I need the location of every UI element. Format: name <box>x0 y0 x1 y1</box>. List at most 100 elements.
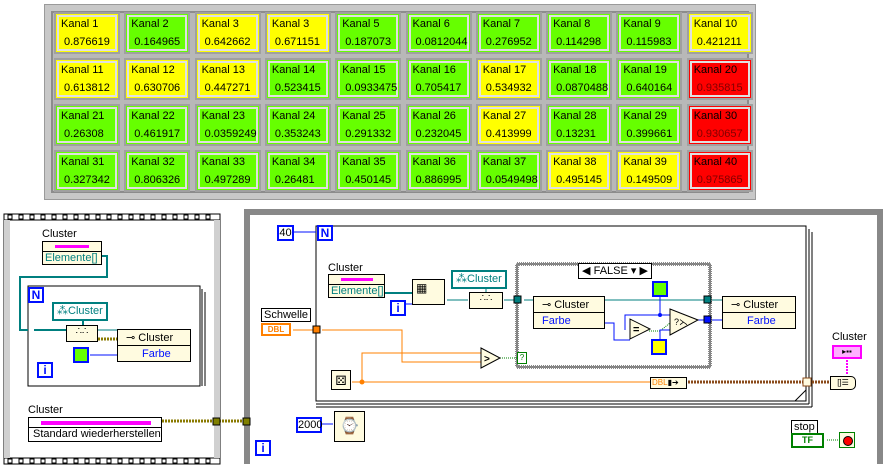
property-icon: ⊸ <box>542 299 552 311</box>
channel-label: Kanal 29 <box>623 110 667 122</box>
loop-condition-terminal[interactable] <box>839 432 855 448</box>
main-to-more-specific-node[interactable]: ∴∴ <box>469 292 503 309</box>
invoke-method: Standard wiederherstellen <box>33 428 161 440</box>
while-iteration-terminal: i <box>255 440 271 456</box>
left-ref-constant[interactable]: ⁂Cluster <box>52 302 108 321</box>
case-prev-arrow[interactable]: ◀ <box>582 265 591 277</box>
channel-value: 0.975865 <box>696 174 743 186</box>
channel-label: Kanal 16 <box>412 64 456 76</box>
case-selector-terminal: ? <box>517 352 527 364</box>
green-color-constant[interactable] <box>652 281 668 297</box>
channel-value: 0.232045 <box>415 128 462 140</box>
invoke-node[interactable]: Standard wiederherstellen <box>28 417 162 442</box>
channel-value: 0.806326 <box>134 174 181 186</box>
property-icon: ⊸ <box>731 299 741 311</box>
svg-text:>: > <box>484 354 490 365</box>
channel-cell: Kanal 16 0.705417 <box>405 58 472 100</box>
channel-label: Kanal 17 <box>482 64 527 76</box>
invoke-node-label: Cluster <box>28 404 63 416</box>
case-property-node[interactable]: ⊸ Cluster Farbe <box>533 296 605 329</box>
random-number-node[interactable]: ⚄ <box>331 370 351 390</box>
greater-node[interactable]: > <box>480 347 502 369</box>
main-ref-constant[interactable]: ⁂Cluster <box>451 270 507 289</box>
left-property-node-label: Cluster <box>42 228 77 240</box>
channel-label: Kanal 34 <box>271 156 316 168</box>
channel-label: Kanal 1 <box>61 18 99 30</box>
channel-cell: Kanal 28 0.13231 <box>546 104 613 146</box>
main-property-node-label: Cluster <box>328 262 363 274</box>
farbe-field: Farbe <box>747 315 776 327</box>
output-property-node[interactable]: ⊸ Cluster Farbe <box>722 296 796 329</box>
case-next-arrow[interactable]: ▶ <box>639 265 648 277</box>
threshold-control[interactable]: DBL <box>261 323 291 336</box>
channel-value: 0.495145 <box>556 174 602 186</box>
channel-label: Kanal 5 <box>342 18 380 30</box>
channel-value: 0.149509 <box>626 174 673 186</box>
farbe-field: Farbe <box>542 315 571 327</box>
index-array-node[interactable]: ▦ <box>412 279 445 305</box>
channel-label: Kanal 3 <box>271 18 310 30</box>
channel-value: 0.13231 <box>556 128 596 140</box>
yellow-color-constant[interactable] <box>651 339 667 355</box>
channel-value: 0.930657 <box>696 128 743 140</box>
channel-value: 0.327342 <box>64 174 110 186</box>
channel-label: Kanal 40 <box>693 156 738 168</box>
channel-value: 0.461917 <box>134 128 181 140</box>
watch-icon: ⌚ <box>339 418 360 435</box>
channel-value: 0.630706 <box>134 82 181 94</box>
to-variant-node[interactable]: DBL▮➔ <box>650 377 687 389</box>
channel-value: 0.0359249 <box>204 128 257 140</box>
case-selector[interactable]: ◀ FALSE ▾ ▶ <box>578 263 652 279</box>
equal-node <box>629 318 652 340</box>
main-property-node[interactable]: Elemente[] <box>328 274 385 298</box>
channel-label: Kanal 35 <box>342 156 386 168</box>
sequence-frame-holes <box>7 214 211 464</box>
left-to-more-specific-node[interactable]: ∴∴ <box>66 325 98 342</box>
channel-label: Kanal 32 <box>131 156 175 168</box>
build-array-node[interactable]: []☰ <box>830 376 856 390</box>
channel-value: 0.705417 <box>415 82 462 94</box>
wait-time-constant[interactable]: 2000 <box>296 417 323 433</box>
channel-value: 0.291332 <box>345 128 392 140</box>
channel-label: Kanal 33 <box>201 156 246 168</box>
left-green-color-constant[interactable] <box>73 347 89 363</box>
channel-label: Kanal 6 <box>412 18 450 30</box>
channel-label: Kanal 19 <box>623 64 667 76</box>
channel-value: 0.523415 <box>274 82 321 94</box>
loop-count-constant[interactable]: 40 <box>277 225 294 241</box>
channel-value: 0.447271 <box>204 82 251 94</box>
channel-value: 0.935815 <box>696 82 743 94</box>
channel-label: Kanal 11 <box>61 64 104 76</box>
left-property-node[interactable]: Elemente[] <box>42 241 102 265</box>
cluster-indicator[interactable]: ▸▪▪ <box>832 345 862 359</box>
channel-label: Kanal 18 <box>553 64 597 76</box>
channel-value: 0.164965 <box>134 36 181 48</box>
stop-button-terminal[interactable]: TF <box>791 433 824 448</box>
left-iteration-terminal: i <box>37 362 53 378</box>
channel-label: Kanal 31 <box>61 156 105 168</box>
channel-label: Kanal 21 <box>61 110 105 122</box>
channel-value: 0.399661 <box>626 128 673 140</box>
channel-label: Kanal 28 <box>553 110 597 122</box>
channel-label: Kanal 38 <box>553 156 597 168</box>
channel-label: Kanal 13 <box>201 64 246 76</box>
threshold-label: Schwelle <box>261 308 312 322</box>
wait-ms-node[interactable]: ⌚ <box>334 411 365 442</box>
channel-value: 0.450145 <box>345 174 392 186</box>
channel-label: Kanal 8 <box>553 18 591 30</box>
left-property-node-farbe[interactable]: ⊸ Cluster Farbe <box>117 329 191 362</box>
stop-label: stop <box>791 420 818 434</box>
